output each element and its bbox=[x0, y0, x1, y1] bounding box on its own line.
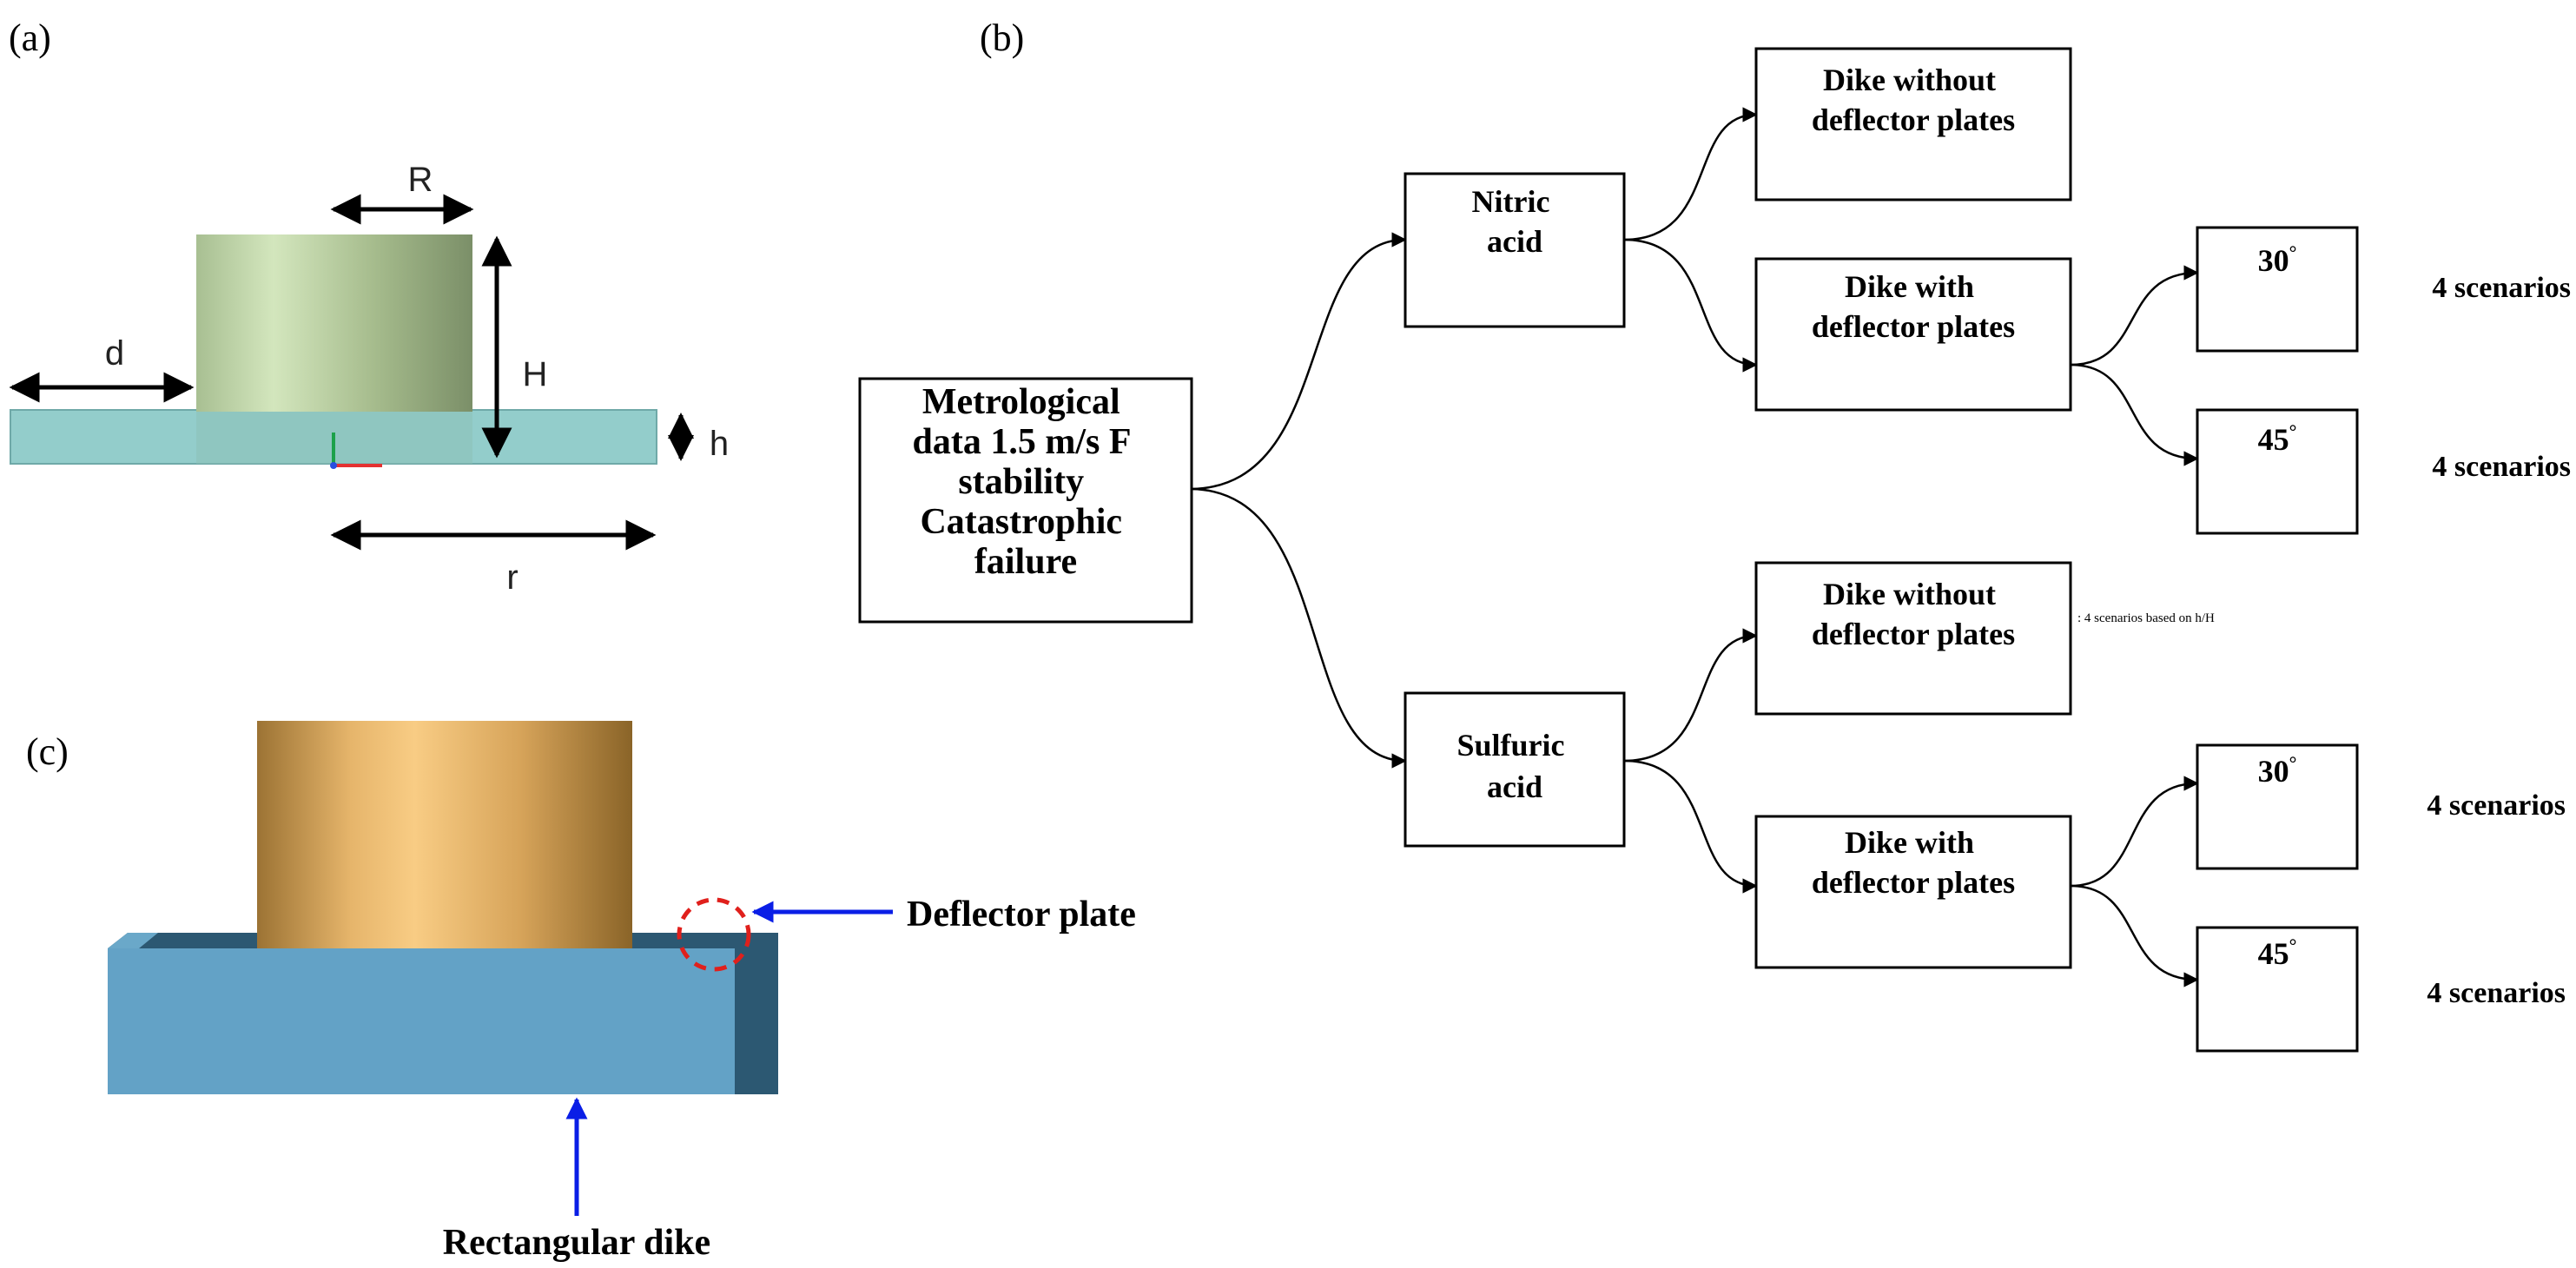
sulfuric-45-degree: ° bbox=[2289, 934, 2297, 956]
root-line-2: data 1.5 m/s F bbox=[913, 422, 1130, 462]
sulfuric-45-text: 45° bbox=[2258, 934, 2297, 971]
sulfuric-without-line-2: deflector plates bbox=[1812, 617, 2015, 651]
axis-origin-icon bbox=[330, 462, 337, 469]
panel-a-tank-schematic: R H d h r bbox=[9, 161, 729, 597]
dim-h-label: h bbox=[710, 425, 729, 463]
panel-c-dike-model: Deflector plate Rectangular dike bbox=[108, 721, 1136, 1263]
panel-label-c: (c) bbox=[26, 730, 69, 773]
sulfuric-line-1: Sulfuric bbox=[1456, 728, 1564, 763]
rectangular-dike-label: Rectangular dike bbox=[443, 1223, 710, 1263]
nitric-without-line-1: Dike without bbox=[1823, 63, 1996, 97]
dim-H-label: H bbox=[523, 355, 548, 393]
panel-label-b: (b) bbox=[980, 17, 1024, 59]
nitric-with-line-2: deflector plates bbox=[1812, 309, 2015, 344]
scenarios-nitric-45: 4 scenarios bbox=[2432, 451, 2571, 483]
connector-sulfuric-with bbox=[1623, 759, 1758, 894]
connector-nitric-45 bbox=[2070, 363, 2199, 466]
nitric-acid-text: Nitric acid bbox=[1472, 184, 1558, 259]
sulfuric-with-line-2: deflector plates bbox=[1812, 865, 2015, 900]
sulfuric-with-line-1: Dike with bbox=[1845, 825, 1974, 860]
connector-root-sulfuric bbox=[1191, 487, 1407, 769]
note-hH: : 4 scenarios based on h/H bbox=[2077, 611, 2215, 625]
scenarios-sulfuric-30: 4 scenarios bbox=[2427, 789, 2566, 822]
connector-sulfuric-without bbox=[1623, 628, 1758, 763]
root-line-5: failure bbox=[974, 542, 1077, 582]
nitric-30-degree: ° bbox=[2289, 241, 2297, 263]
deflector-highlight-circle bbox=[677, 897, 751, 972]
sulfuric-acid-text: Sulfuric acid bbox=[1456, 728, 1572, 804]
nitric-45-box bbox=[2196, 408, 2359, 535]
panel-label-a: (a) bbox=[9, 17, 51, 59]
sulfuric-dike-with-box bbox=[1754, 815, 2072, 969]
sulfuric-acid-box bbox=[1404, 691, 1626, 848]
scenarios-nitric-30: 4 scenarios bbox=[2432, 272, 2571, 304]
sulfuric-30-degree: ° bbox=[2289, 752, 2297, 774]
dim-R-label: R bbox=[408, 161, 433, 199]
sulfuric-without-line-1: Dike without bbox=[1823, 577, 1996, 611]
root-line-4: Catastrophic bbox=[920, 502, 1122, 542]
dike-rim-highlight bbox=[108, 933, 158, 948]
nitric-line-1: Nitric bbox=[1472, 184, 1550, 219]
connector-root-nitric bbox=[1191, 232, 1407, 491]
nitric-30-box bbox=[2196, 226, 2359, 353]
green-tank bbox=[196, 234, 472, 412]
root-line-1: Metrological bbox=[922, 382, 1120, 422]
nitric-30-text: 30° bbox=[2258, 241, 2297, 278]
nitric-with-line-1: Dike with bbox=[1845, 269, 1974, 304]
root-line-3: stability bbox=[958, 462, 1084, 502]
sulfuric-30-value: 30 bbox=[2258, 754, 2289, 789]
gold-tank bbox=[257, 721, 632, 948]
deflector-plate-label: Deflector plate bbox=[907, 895, 1136, 934]
root-text: Metrological data 1.5 m/s F stability Ca… bbox=[913, 382, 1139, 582]
sulfuric-dike-without-text: Dike without deflector plates bbox=[1812, 577, 2015, 651]
connector-nitric-30 bbox=[2070, 265, 2199, 367]
connector-sulfuric-30 bbox=[2070, 776, 2199, 888]
nitric-45-value: 45 bbox=[2258, 422, 2289, 457]
nitric-45-text: 45° bbox=[2258, 420, 2297, 457]
panel-b-flow-diagram: Metrological data 1.5 m/s F stability Ca… bbox=[858, 47, 2571, 1053]
root-box bbox=[858, 377, 1193, 624]
sulfuric-45-box bbox=[2196, 926, 2359, 1053]
dim-r-label: r bbox=[506, 558, 518, 597]
nitric-without-line-2: deflector plates bbox=[1812, 102, 2015, 137]
nitric-dike-without-text: Dike without deflector plates bbox=[1812, 63, 2015, 137]
scenarios-sulfuric-45: 4 scenarios bbox=[2427, 977, 2566, 1009]
sulfuric-30-text: 30° bbox=[2258, 752, 2297, 789]
nitric-30-value: 30 bbox=[2258, 243, 2289, 278]
dike-side bbox=[735, 933, 778, 1094]
nitric-dike-without-box bbox=[1754, 47, 2072, 201]
nitric-dike-with-box bbox=[1754, 257, 2072, 412]
dike-front bbox=[108, 948, 778, 1094]
nitric-line-2: acid bbox=[1487, 224, 1542, 259]
nitric-acid-box bbox=[1404, 172, 1626, 328]
sulfuric-line-2: acid bbox=[1487, 769, 1542, 804]
sulfuric-45-value: 45 bbox=[2258, 936, 2289, 971]
nitric-dike-with-text: Dike with deflector plates bbox=[1812, 269, 2015, 344]
connector-nitric-with bbox=[1623, 238, 1758, 373]
sulfuric-dike-with-text: Dike with deflector plates bbox=[1812, 825, 2015, 900]
connector-nitric-without bbox=[1623, 107, 1758, 241]
nitric-45-degree: ° bbox=[2289, 420, 2297, 442]
sulfuric-dike-without-box bbox=[1754, 561, 2072, 716]
connector-sulfuric-45 bbox=[2070, 884, 2199, 987]
sulfuric-30-box bbox=[2196, 743, 2359, 870]
dim-d-label: d bbox=[105, 334, 124, 373]
